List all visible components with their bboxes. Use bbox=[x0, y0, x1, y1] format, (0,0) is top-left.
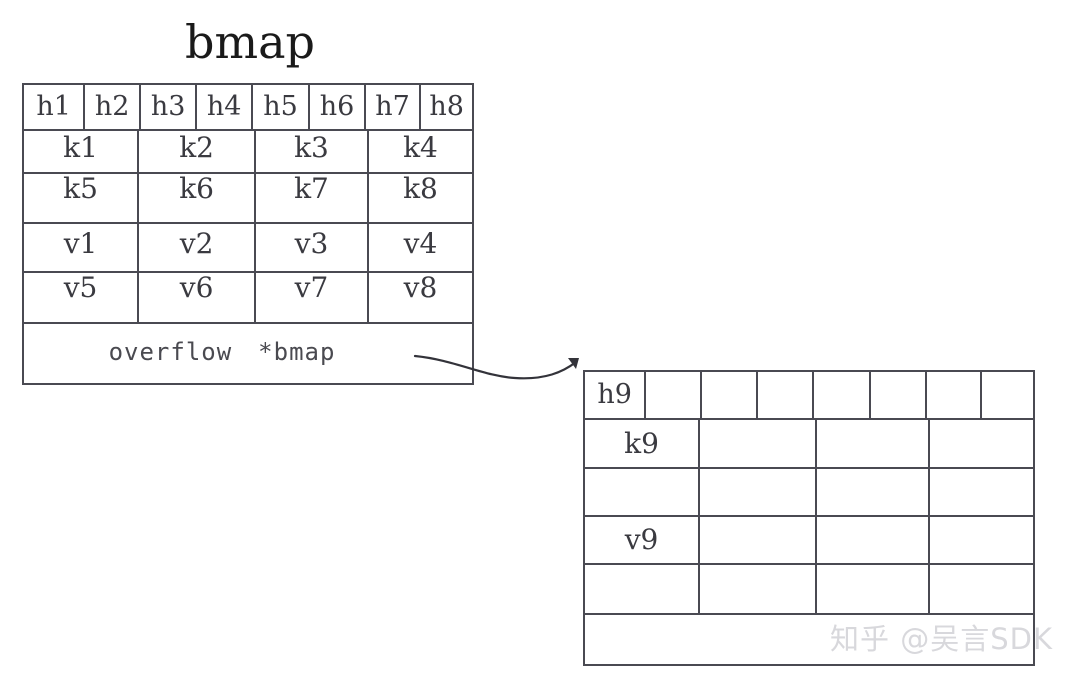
tophash-cell bbox=[871, 372, 927, 418]
value-cell: v1 bbox=[24, 224, 140, 271]
key-cell bbox=[700, 469, 818, 515]
overflow-pointer-label: *bmap bbox=[258, 337, 336, 366]
key-row-left-1: k1 k2 k3 k4 bbox=[24, 131, 472, 174]
tophash-row-right: h9 bbox=[585, 372, 1033, 420]
key-cell: k9 bbox=[585, 420, 701, 467]
tophash-cell bbox=[702, 372, 759, 418]
tophash-cell: h4 bbox=[197, 85, 253, 129]
value-cell bbox=[930, 565, 1033, 613]
tophash-cell bbox=[646, 372, 702, 418]
value-cell: v6 bbox=[139, 273, 257, 322]
page-title: bmap bbox=[185, 15, 315, 69]
tophash-cell bbox=[927, 372, 983, 418]
key-cell bbox=[585, 469, 701, 515]
bucket-right-overflow: h9 k9 v9 bbox=[583, 370, 1035, 666]
key-row-right-1: k9 bbox=[585, 420, 1033, 469]
value-cell bbox=[700, 565, 818, 613]
key-cell bbox=[700, 420, 818, 467]
key-cell: k6 bbox=[139, 174, 257, 222]
tophash-cell: h1 bbox=[24, 85, 86, 129]
key-cell: k8 bbox=[403, 174, 438, 205]
watermark: 知乎 @吴言SDK bbox=[830, 622, 1053, 656]
tophash-cell: h7 bbox=[366, 85, 422, 129]
key-cell: k3 bbox=[256, 131, 369, 172]
key-cell: k2 bbox=[139, 131, 257, 172]
value-row-left-2: v5 v6 v7 v8 bbox=[24, 273, 472, 324]
tophash-cell: h3 bbox=[141, 85, 198, 129]
value-cell bbox=[930, 517, 1033, 563]
value-cell: v7 bbox=[256, 273, 369, 322]
tophash-cell bbox=[758, 372, 814, 418]
key-cell bbox=[817, 469, 930, 515]
tophash-cell bbox=[982, 372, 1033, 418]
overflow-cell: overflow *bmap bbox=[24, 324, 472, 379]
value-cell: v3 bbox=[256, 224, 369, 271]
key-row-left-2: k5 k6 k7 k8 bbox=[24, 174, 472, 224]
tophash-cell: h8 bbox=[429, 91, 464, 122]
value-cell: v9 bbox=[585, 517, 701, 563]
value-row-left-1: v1 v2 v3 v4 bbox=[24, 224, 472, 273]
value-cell bbox=[817, 565, 930, 613]
key-cell: k1 bbox=[24, 131, 140, 172]
key-cell: k7 bbox=[256, 174, 369, 222]
value-cell bbox=[585, 565, 701, 613]
value-row-right-2 bbox=[585, 565, 1033, 615]
value-cell: v5 bbox=[24, 273, 140, 322]
overflow-row-left: overflow *bmap bbox=[24, 324, 472, 379]
key-cell bbox=[930, 420, 1033, 467]
overflow-label: overflow bbox=[108, 337, 233, 366]
tophash-cell: h2 bbox=[85, 85, 141, 129]
key-cell bbox=[930, 469, 1033, 515]
value-cell: v4 bbox=[403, 227, 438, 260]
value-cell bbox=[700, 517, 818, 563]
tophash-cell bbox=[814, 372, 872, 418]
value-cell: v2 bbox=[139, 224, 257, 271]
key-cell: k4 bbox=[403, 131, 438, 164]
key-row-right-2 bbox=[585, 469, 1033, 517]
bucket-left: h1 h2 h3 h4 h5 h6 h7 h8 k1 k2 k3 k4 k5 k… bbox=[22, 83, 474, 385]
value-row-right-1: v9 bbox=[585, 517, 1033, 565]
tophash-cell: h5 bbox=[253, 85, 311, 129]
key-cell bbox=[817, 420, 930, 467]
value-cell bbox=[817, 517, 930, 563]
tophash-row-left: h1 h2 h3 h4 h5 h6 h7 h8 bbox=[24, 85, 472, 131]
tophash-cell: h9 bbox=[585, 372, 647, 418]
value-cell: v8 bbox=[403, 273, 438, 304]
key-cell: k5 bbox=[24, 174, 140, 222]
tophash-cell: h6 bbox=[310, 85, 366, 129]
